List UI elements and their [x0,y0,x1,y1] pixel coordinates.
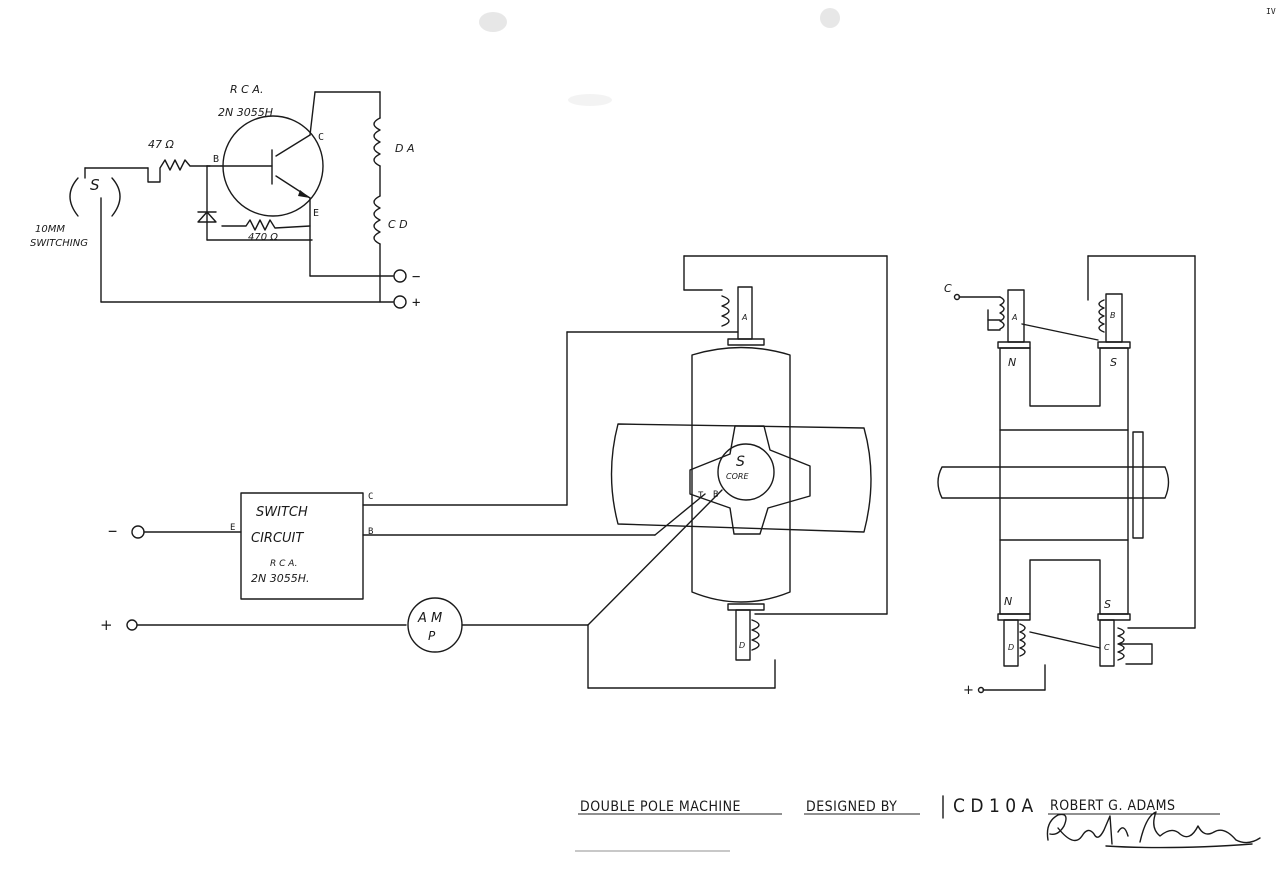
transistor-body [222,115,324,217]
resistor-470-label: 470 Ω [248,232,278,243]
ammeter-line1: A M [417,611,442,626]
terminal-negative [393,269,407,283]
rotor-pin-b: B [713,490,718,500]
coil-cd [373,195,381,245]
motor-wiring: − + A M P [100,255,888,689]
side-coil-left-top [999,296,1005,330]
side-frame [999,347,1129,615]
side-shaft [937,466,1170,499]
diode-symbol [197,211,217,223]
transistor-type-a: R C A. [230,83,264,96]
drawing-number: C D 1 0 A [953,795,1034,817]
switch-box-line4: 2N 3055H. [251,572,310,585]
motor-front-view: A S CORE T B D [610,286,872,661]
side-pole-bottom-left: N [1004,595,1012,608]
terminal-neg-label: − [412,269,420,285]
terminal-pos-label: + [412,295,420,311]
rotor-core [689,425,811,535]
resistor-47 [147,159,211,183]
side-flywheel [1132,431,1144,539]
motor-pos-label: + [100,616,113,634]
switch-circuit-box: SWITCH CIRCUIT R C A. 2N 3055H. C B E [230,492,373,600]
rotor-pole-label: S [736,454,745,470]
resistor-470 [221,219,311,231]
pin-b-label: B [213,154,219,165]
switch-box-line3: R C A. [270,559,297,569]
designed-by-label: DESIGNED BY [806,799,897,815]
stator-body [691,346,791,603]
coil-da [373,117,381,167]
resistor-47-label: 47 Ω [148,138,174,151]
machine-side-view: C A B N S N S D C [937,255,1196,698]
terminal-positive [393,295,407,309]
corner-mark: IV [1266,7,1276,16]
coil-cd-label: C D [388,218,408,231]
side-pole-top-left: N [1008,356,1016,369]
top-coil [721,295,730,327]
designer-name: ROBERT G. ADAMS [1050,798,1176,814]
side-pos-label: + [963,683,974,698]
side-rod-a: A [1011,313,1017,322]
transistor-circuit: S 10MM SWITCHING 47 Ω B R C A. 2N 3055H … [30,83,420,311]
switch-box-line1: SWITCH [256,505,308,520]
switch-caption-1: 10MM [35,224,65,235]
side-pole-bottom-right: S [1104,598,1111,611]
side-coil-left-bottom [1019,623,1026,657]
pin-e-label: E [313,208,319,219]
motor-neg-label: − [108,522,117,540]
side-rod-d: D [1008,643,1014,652]
switch-box-pin-e: E [230,523,235,533]
title-block: DOUBLE POLE MACHINE DESIGNED BY C D 1 0 … [575,795,1261,852]
side-pole-top-right: S [1110,356,1117,369]
switch-letter: S [90,176,100,194]
switch-box-pin-c: C [368,492,373,502]
drawing-title: DOUBLE POLE MACHINE [580,799,741,815]
side-rod-b: B [1110,311,1116,320]
switch-box-line2: CIRCUIT [251,531,304,546]
bottom-coil-label: D [739,641,745,650]
side-coil-right-bottom [1117,627,1125,661]
pin-c-label: C [318,132,324,143]
top-coil-label: A [741,313,747,322]
signature [1046,811,1261,849]
switch-box-pin-b: B [368,527,373,537]
bottom-coil [751,619,760,651]
page-smudges [479,8,840,106]
rotor-pin-t: T [698,491,704,501]
rotor-plate [610,423,872,533]
side-coil-c-label: C [944,282,952,295]
coil-da-label: D A [395,142,415,155]
side-rod-c: C [1104,643,1110,652]
transistor-type-b: 2N 3055H [218,106,273,119]
rotor-note: CORE [726,472,749,481]
switch-caption-2: SWITCHING [30,238,88,249]
ammeter-line2: P [428,629,436,643]
side-coil-right-top [1098,299,1105,333]
reed-switch-symbol: S [69,167,149,303]
